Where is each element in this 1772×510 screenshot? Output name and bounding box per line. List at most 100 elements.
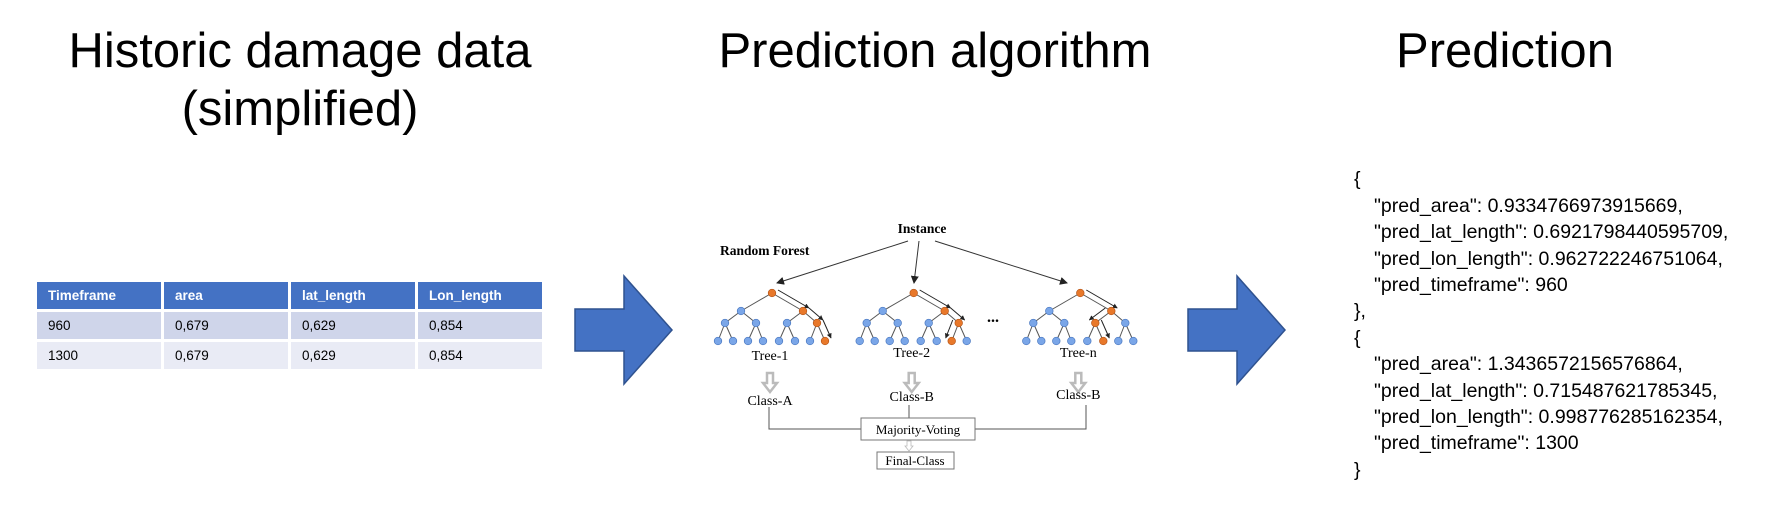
title-line-2: (simplified) [181,82,419,136]
tree-node-highlighted [1076,288,1085,298]
tree-edge [771,292,804,312]
random-forest-label: Random Forest [720,243,810,258]
class-label: Class-B [890,390,934,405]
tree-node [893,318,902,328]
tree-node [962,336,971,346]
json-line: "pred_timeframe": 960 [1374,274,1568,297]
json-brace: { [1354,168,1361,191]
tree-node-highlighted [947,336,956,346]
tree-node [885,336,894,346]
tree-node [805,336,815,346]
decision-path-arrow [1100,319,1110,339]
tree-node [870,336,879,346]
tree-node [1029,318,1038,328]
decision-path-arrow [919,289,952,309]
tree-node [1067,336,1076,346]
column-header: Timeframe [37,282,161,309]
majority-voting-label: Majority-Voting [876,422,961,437]
tree-edge [1049,292,1081,312]
tree-node [1037,336,1046,346]
json-brace: { [1354,326,1361,349]
tree-node [774,336,784,346]
tree-edge [882,292,914,312]
instance-arrow [776,240,909,285]
table-cell: 960 [37,312,161,339]
hollow-down-arrow-icon [1068,371,1088,395]
tree-node-highlighted [820,336,830,346]
table-row: 1300 0,679 0,629 0,854 [37,342,542,369]
tree-node-highlighted [1091,318,1100,328]
tree-node [862,318,871,328]
tree-node [900,336,909,346]
table-cell: 0,679 [164,312,288,339]
tree-node-highlighted [767,288,777,298]
column-header: lat_length [291,282,415,309]
tree-node [932,336,941,346]
tree-edge [740,292,773,312]
tree-node [878,306,887,316]
decision-path-arrow [945,319,954,339]
json-line: "pred_lon_length": 0.998776285162354, [1374,406,1723,429]
flow-arrow-right-icon [1187,274,1287,386]
final-class-label: Final-Class [885,453,944,468]
tree-edge [1080,292,1112,312]
tree-node [1022,336,1031,346]
decision-path-arrow [1088,307,1106,321]
tree-node-highlighted [1107,306,1116,316]
json-line: "pred_area": 1.3436572156576864, [1374,353,1683,376]
tree-node [916,336,925,346]
tree-node [855,336,864,346]
column-header: Lon_length [418,282,542,309]
tree-node-highlighted [812,318,822,328]
tree-node [924,318,933,328]
decision-path-arrow [950,307,966,321]
decision-path-arrow [822,319,832,339]
table-cell: 0,679 [164,342,288,369]
algorithm-title: Prediction algorithm [718,24,1152,78]
tree-node [1060,318,1069,328]
decision-path-arrow [808,307,824,321]
json-brace: } [1354,458,1361,481]
flow-arrow-right-icon [574,274,674,386]
tree-label: Tree-1 [752,349,789,364]
tree-node [1052,336,1061,346]
column-header: area [164,282,288,309]
tree-label: Tree-2 [893,346,930,361]
down-arrow-icon [904,440,914,452]
tree-node-highlighted [954,318,963,328]
json-line: "pred_timeframe": 1300 [1374,432,1579,455]
decision-path-arrow [1086,289,1118,309]
decision-path-arrow [777,289,810,309]
tree-edge [913,292,945,312]
json-line: "pred_area": 0.9334766973915669, [1374,194,1683,217]
tree-node-highlighted [1099,336,1108,346]
tree-node [720,318,730,328]
tree-label: Tree-n [1060,346,1097,361]
class-label: Class-B [1056,388,1100,403]
instance-arrow [910,240,920,284]
tree-node [1121,318,1130,328]
connector-line [975,405,1087,430]
majority-voting-box [860,417,976,441]
tree-node [1129,336,1138,346]
tree-node-highlighted [798,306,808,316]
tree-node [782,318,792,328]
tree-node [751,318,761,328]
tree-node [1114,336,1123,346]
table-header-row: Timeframe area lat_length Lon_length [37,282,542,309]
title-line-1: Historic damage data [68,24,532,78]
json-brace: }, [1354,300,1366,323]
table-row: 960 0,679 0,629 0,854 [37,312,542,339]
table-cell: 0,854 [418,342,542,369]
json-line: "pred_lat_length": 0.715487621785345, [1374,379,1718,402]
hollow-down-arrow-icon [902,371,922,395]
json-line: "pred_lat_length": 0.6921798440595709, [1374,221,1729,244]
tree-node [713,336,723,346]
tree-node [1083,336,1092,346]
tree-node-highlighted [909,288,918,298]
instance-label: Instance [898,221,947,236]
connector-line [768,407,861,430]
tree-node-highlighted [940,306,949,316]
table-cell: 0,629 [291,312,415,339]
